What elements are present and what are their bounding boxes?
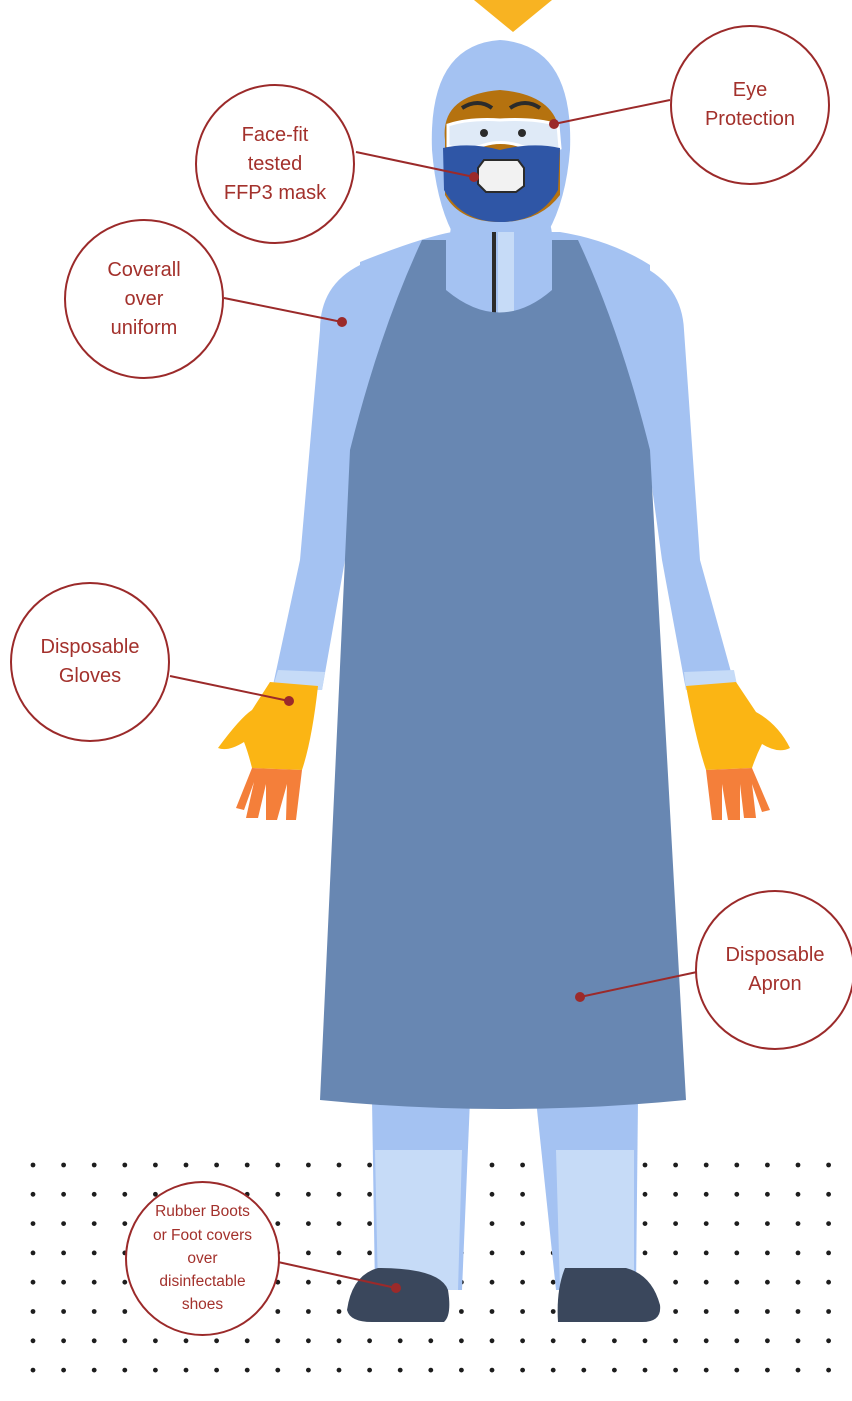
label-mask: Face-fit tested FFP3 mask (224, 121, 326, 208)
shoe-covers (347, 1268, 660, 1322)
callout-coverall: Coverall over uniform (64, 219, 224, 379)
label-eye-protection: Eye Protection (705, 76, 795, 134)
callout-boots: Rubber Boots or Foot covers over disinfe… (125, 1181, 280, 1336)
callout-apron: Disposable Apron (695, 890, 852, 1050)
label-coverall: Coverall over uniform (107, 256, 180, 343)
callout-eye-protection: Eye Protection (670, 25, 830, 185)
label-boots: Rubber Boots or Foot covers over disinfe… (153, 1200, 252, 1316)
label-gloves: Disposable Gloves (41, 633, 140, 691)
glove-left-icon (218, 682, 318, 820)
legs (372, 1100, 638, 1290)
glove-right-icon (686, 682, 790, 820)
label-apron: Disposable Apron (726, 941, 825, 999)
callout-mask: Face-fit tested FFP3 mask (195, 84, 355, 244)
top-marker-icon (474, 0, 552, 32)
callout-gloves: Disposable Gloves (10, 582, 170, 742)
